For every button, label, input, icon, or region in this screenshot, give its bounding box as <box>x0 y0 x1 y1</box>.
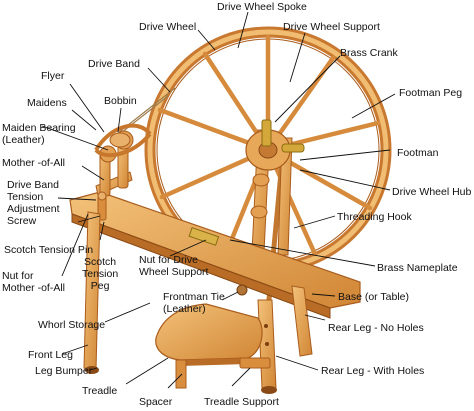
label-front-leg: Front Leg <box>28 349 73 361</box>
label-drive-band-tension-screw: Drive Band Tension Adjustment Screw <box>7 179 60 227</box>
front-leg <box>83 211 101 374</box>
leader-lines <box>41 11 396 389</box>
label-nut-for-drive-wheel-support: Nut for Drive Wheel Support <box>139 254 209 278</box>
label-frontman-tie: Frontman Tie (Leather) <box>163 291 225 315</box>
label-treadle-support: Treadle Support <box>204 396 279 408</box>
label-rear-leg-no-holes: Rear Leg - No Holes <box>328 322 424 334</box>
label-drive-wheel-spoke: Drive Wheel Spoke <box>217 1 307 13</box>
label-brass-crank: Brass Crank <box>340 47 398 59</box>
label-leg-bumper: Leg Bumper <box>35 365 93 377</box>
label-scotch-tension-pin: Scotch Tension Pin <box>4 244 94 256</box>
label-whorl-storage: Whorl Storage <box>38 319 106 331</box>
label-nut-for-mother-of-all: Nut for Mother -of-All <box>2 270 66 294</box>
spacer <box>175 359 187 389</box>
label-footman-peg: Footman Peg <box>399 87 463 99</box>
label-treadle: Treadle <box>82 385 118 397</box>
base-table <box>69 191 361 319</box>
label-drive-wheel: Drive Wheel <box>139 21 197 33</box>
treadle-support <box>239 357 271 369</box>
label-maidens: Maidens <box>27 97 67 109</box>
label-base-table: Base (or Table) <box>338 291 410 303</box>
label-spacer: Spacer <box>139 396 173 408</box>
treadle <box>155 303 263 366</box>
rear-leg-no-holes <box>291 285 313 357</box>
label-bobbin: Bobbin <box>104 95 137 107</box>
label-flyer: Flyer <box>41 70 65 82</box>
label-threading-hook: Threading Hook <box>337 211 412 223</box>
label-mother-of-all: Mother -of-All <box>2 157 66 169</box>
label-scotch-tension-peg: Scotch Tension Peg <box>82 256 119 292</box>
flyer <box>94 123 152 158</box>
frontman-tie <box>236 284 248 296</box>
label-drive-band: Drive Band <box>88 58 140 70</box>
label-brass-nameplate: Brass Nameplate <box>377 262 458 274</box>
label-footman: Footman <box>397 147 439 159</box>
brass-crank <box>261 119 272 147</box>
label-rear-leg-with-holes: Rear Leg - With Holes <box>321 365 425 377</box>
rear-leg-with-holes <box>257 299 277 394</box>
label-drive-wheel-support: Drive Wheel Support <box>283 21 380 33</box>
label-drive-wheel-hub: Drive Wheel Hub <box>392 186 472 198</box>
label-maiden-bearing: Maiden Bearing (Leather) <box>2 122 76 146</box>
